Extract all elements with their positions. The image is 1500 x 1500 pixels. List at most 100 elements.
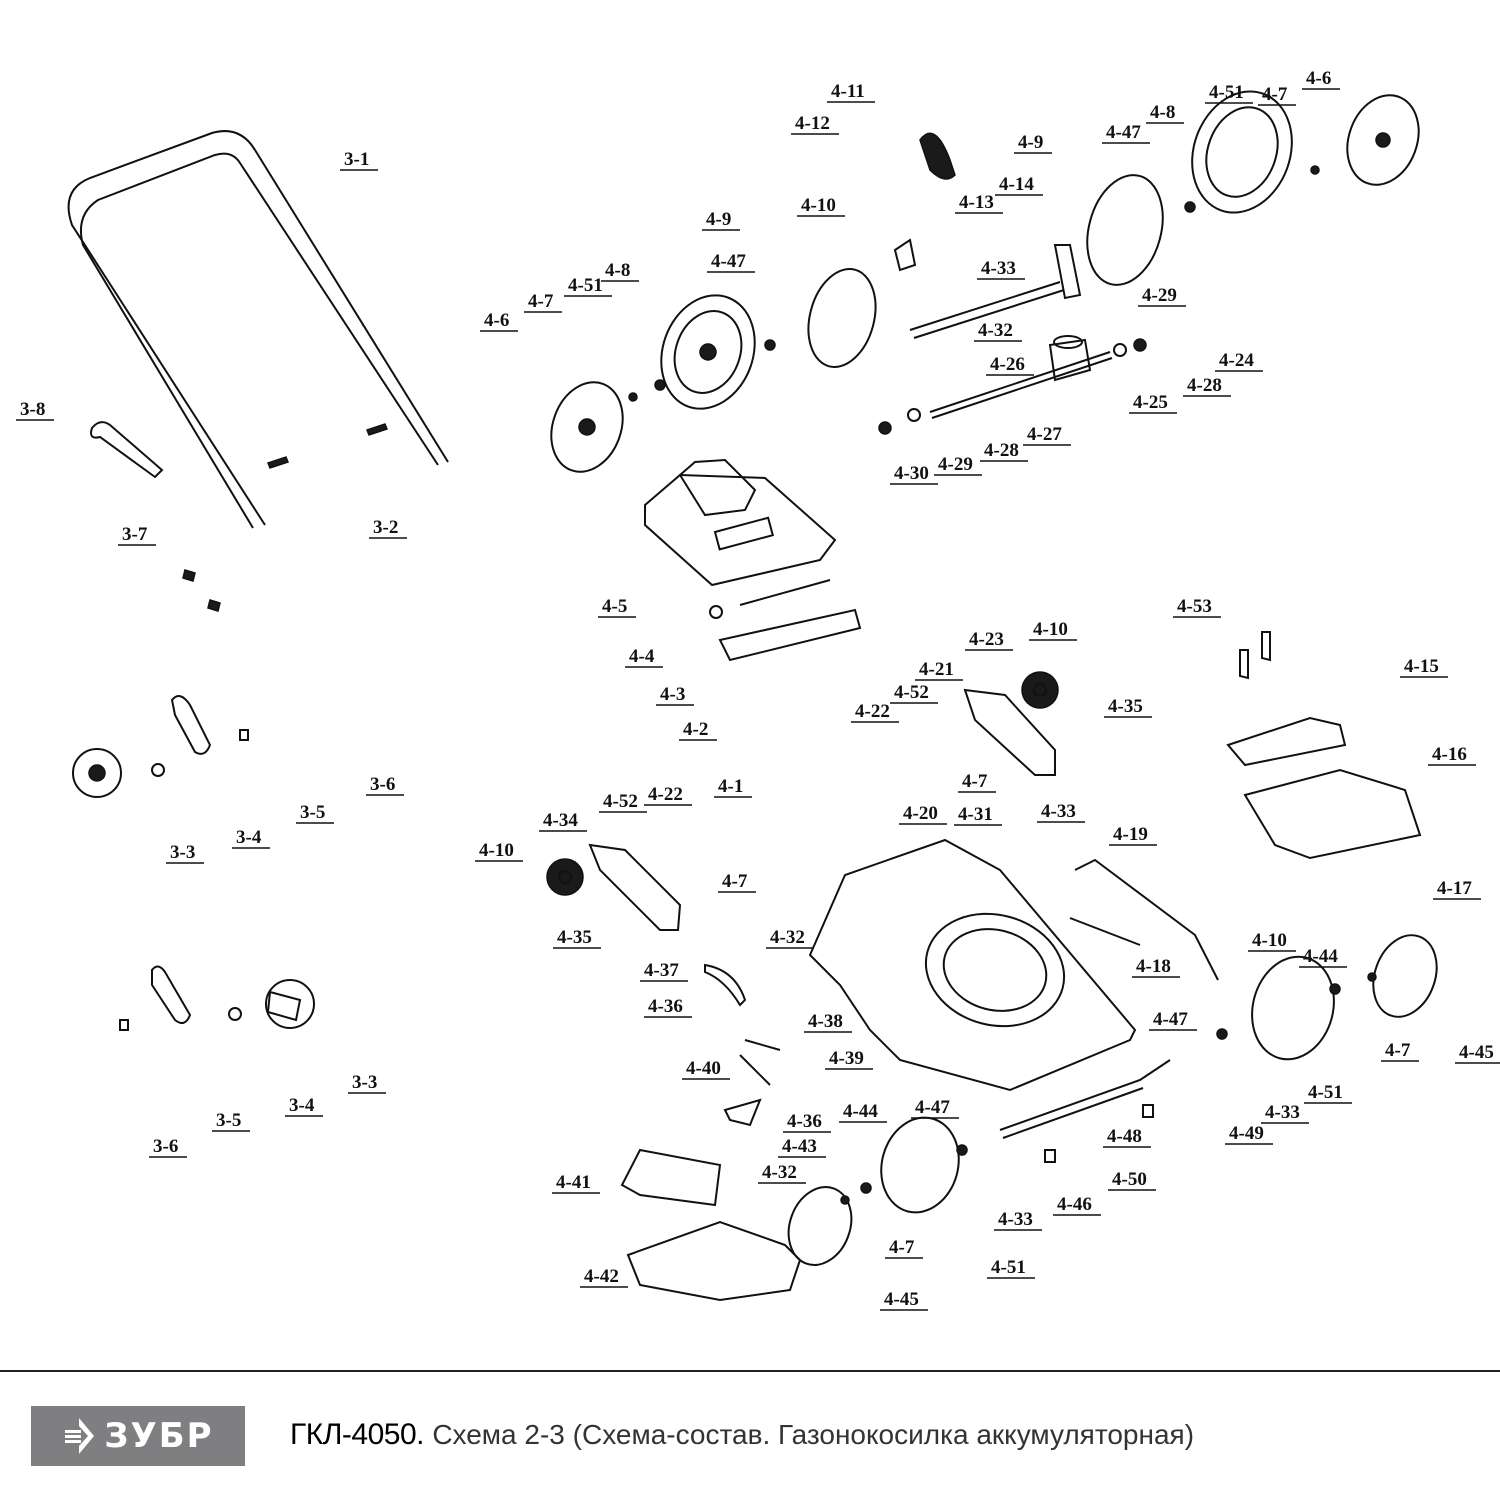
callout-4-41: 4-41 (552, 1172, 600, 1194)
callout-label: 4-17 (1437, 878, 1472, 899)
callout-3-7: 3-7 (118, 524, 156, 546)
callout-4-2: 4-2 (679, 719, 717, 741)
callout-label: 3-5 (300, 802, 325, 823)
callout-4-4: 4-4 (625, 646, 663, 668)
callout-label: 4-23 (969, 629, 1004, 650)
callout-label: 3-3 (170, 842, 195, 863)
callout-4-6: 4-6 (1302, 68, 1340, 90)
brand-name: ЗУБР (104, 1416, 214, 1456)
callout-4-7: 4-7 (958, 771, 996, 793)
callout-4-20: 4-20 (899, 803, 947, 825)
callout-4-6: 4-6 (480, 310, 518, 332)
callout-4-14: 4-14 (995, 174, 1043, 196)
callout-label: 4-8 (605, 260, 630, 281)
callout-label: 4-52 (603, 791, 638, 812)
callout-label: 3-6 (370, 774, 395, 795)
callout-4-16: 4-16 (1428, 744, 1476, 766)
callout-3-8: 3-8 (16, 399, 54, 421)
callout-4-8: 4-8 (1146, 102, 1184, 124)
callout-4-3: 4-3 (656, 684, 694, 706)
callout-4-1: 4-1 (714, 776, 752, 798)
callout-label: 4-47 (1153, 1009, 1188, 1030)
callout-label: 4-9 (706, 209, 731, 230)
part-grass-catcher (620, 1148, 802, 1302)
callout-4-17: 4-17 (1433, 878, 1481, 900)
callout-label: 4-40 (686, 1058, 721, 1079)
callout-3-4: 3-4 (232, 827, 270, 849)
callout-4-39: 4-39 (825, 1048, 873, 1070)
callout-layer: 3-13-23-33-33-43-43-53-53-63-63-73-84-14… (16, 68, 1500, 1311)
callout-label: 4-35 (557, 927, 592, 948)
callout-label: 4-24 (1219, 350, 1254, 371)
callout-4-50: 4-50 (1108, 1169, 1156, 1191)
callout-4-15: 4-15 (1400, 656, 1448, 678)
callout-label: 4-41 (556, 1172, 591, 1193)
callout-label: 4-48 (1107, 1126, 1142, 1147)
callout-4-37: 4-37 (640, 960, 688, 982)
callout-label: 4-34 (543, 810, 578, 831)
callout-4-7: 4-7 (718, 871, 756, 893)
callout-label: 4-45 (884, 1289, 919, 1310)
part-rear-housing (1226, 631, 1422, 860)
callout-label: 4-7 (722, 871, 748, 892)
callout-4-10: 4-10 (1248, 930, 1296, 952)
callout-3-5: 3-5 (212, 1110, 250, 1132)
callout-4-45: 4-45 (1455, 1042, 1500, 1064)
callout-3-3: 3-3 (348, 1072, 386, 1094)
callout-label: 3-6 (153, 1136, 178, 1157)
callout-4-12: 4-12 (791, 113, 839, 135)
callout-4-36: 4-36 (644, 996, 692, 1018)
callout-4-5: 4-5 (598, 596, 636, 618)
callout-label: 4-36 (648, 996, 683, 1017)
callout-4-43: 4-43 (778, 1136, 826, 1158)
callout-label: 3-4 (289, 1095, 315, 1116)
callout-label: 4-44 (1303, 946, 1338, 967)
callout-4-33: 4-33 (994, 1209, 1042, 1231)
callout-4-45: 4-45 (880, 1289, 928, 1311)
callout-label: 4-20 (903, 803, 938, 824)
callout-4-47: 4-47 (707, 251, 755, 273)
part-axle-assembly (878, 132, 1147, 435)
callout-3-2: 3-2 (369, 517, 407, 539)
callout-4-32: 4-32 (974, 320, 1022, 342)
callout-4-29: 4-29 (934, 454, 982, 476)
callout-4-44: 4-44 (1299, 946, 1347, 968)
callout-4-51: 4-51 (1205, 82, 1253, 104)
scheme-description: Схема 2-3 (Схема-состав. Газонокосилка а… (432, 1419, 1195, 1450)
callout-label: 4-52 (894, 682, 929, 703)
callout-4-33: 4-33 (1037, 801, 1085, 823)
callout-4-24: 4-24 (1215, 350, 1263, 372)
callout-label: 3-5 (216, 1110, 241, 1131)
callout-label: 3-7 (122, 524, 148, 545)
callout-label: 4-21 (919, 659, 954, 680)
callout-4-38: 4-38 (804, 1011, 852, 1033)
callout-label: 4-32 (762, 1162, 797, 1183)
callout-4-11: 4-11 (827, 81, 875, 103)
callout-label: 4-51 (991, 1257, 1026, 1278)
callout-label: 4-6 (1306, 68, 1331, 89)
callout-label: 4-53 (1177, 596, 1212, 617)
callout-label: 4-31 (958, 804, 993, 825)
callout-3-6: 3-6 (366, 774, 404, 796)
callout-label: 4-29 (938, 454, 973, 475)
callout-4-28: 4-28 (980, 440, 1028, 462)
callout-label: 4-7 (528, 291, 554, 312)
callout-3-6: 3-6 (149, 1136, 187, 1158)
callout-label: 4-38 (808, 1011, 843, 1032)
callout-label: 4-45 (1459, 1042, 1494, 1063)
callout-4-53: 4-53 (1173, 596, 1221, 618)
callout-label: 4-33 (998, 1209, 1033, 1230)
callout-label: 4-44 (843, 1101, 878, 1122)
callout-label: 4-42 (584, 1266, 619, 1287)
callout-3-1: 3-1 (340, 149, 378, 171)
callout-label: 4-46 (1057, 1194, 1092, 1215)
callout-label: 4-35 (1108, 696, 1143, 717)
callout-label: 4-7 (889, 1237, 915, 1258)
callout-4-33: 4-33 (977, 258, 1025, 280)
callout-4-27: 4-27 (1023, 424, 1071, 446)
callout-label: 4-16 (1432, 744, 1467, 765)
callout-4-10: 4-10 (475, 840, 523, 862)
callout-4-21: 4-21 (915, 659, 963, 681)
callout-label: 3-4 (236, 827, 262, 848)
callout-4-42: 4-42 (580, 1266, 628, 1288)
